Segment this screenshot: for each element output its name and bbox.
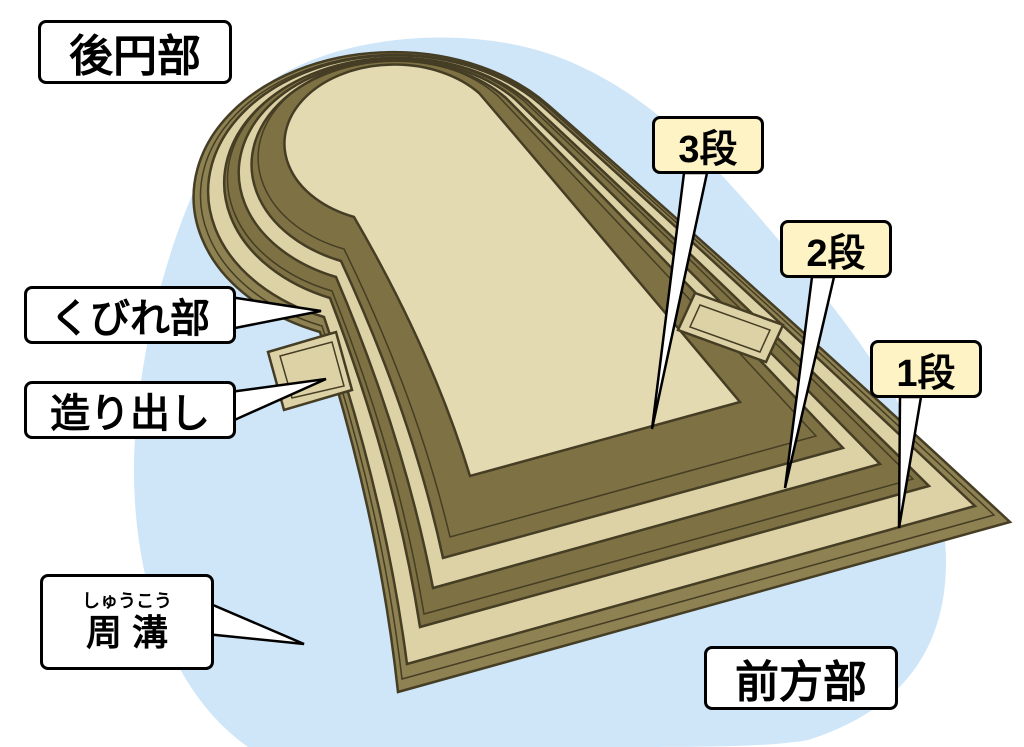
top-platform-contour — [283, 63, 743, 478]
mound-base-detail-line — [199, 53, 996, 680]
moat-main-text: 周 溝 — [85, 611, 168, 653]
tsukuridashi-right-projection — [676, 291, 785, 364]
label-surrounding-moat: しゅうこう 周 溝 — [40, 574, 214, 670]
label-tier-2: 2段 — [780, 220, 892, 278]
moat-furigana-text: しゅうこう — [82, 590, 172, 611]
label-tier-1: 1段 — [870, 340, 982, 398]
label-waist-part: くびれ部 — [24, 286, 236, 344]
tier2-slope-detail-line — [226, 57, 915, 615]
label-tier-3: 3段 — [652, 116, 764, 174]
label-rear-circular-part: 後円部 — [38, 20, 232, 84]
tier3-slope-detail-line — [257, 59, 818, 538]
label-front-square-part: 前方部 — [704, 646, 898, 710]
tsukuridashi-right-detail-line — [688, 304, 772, 353]
label-projection-part: 造り出し — [24, 381, 236, 439]
